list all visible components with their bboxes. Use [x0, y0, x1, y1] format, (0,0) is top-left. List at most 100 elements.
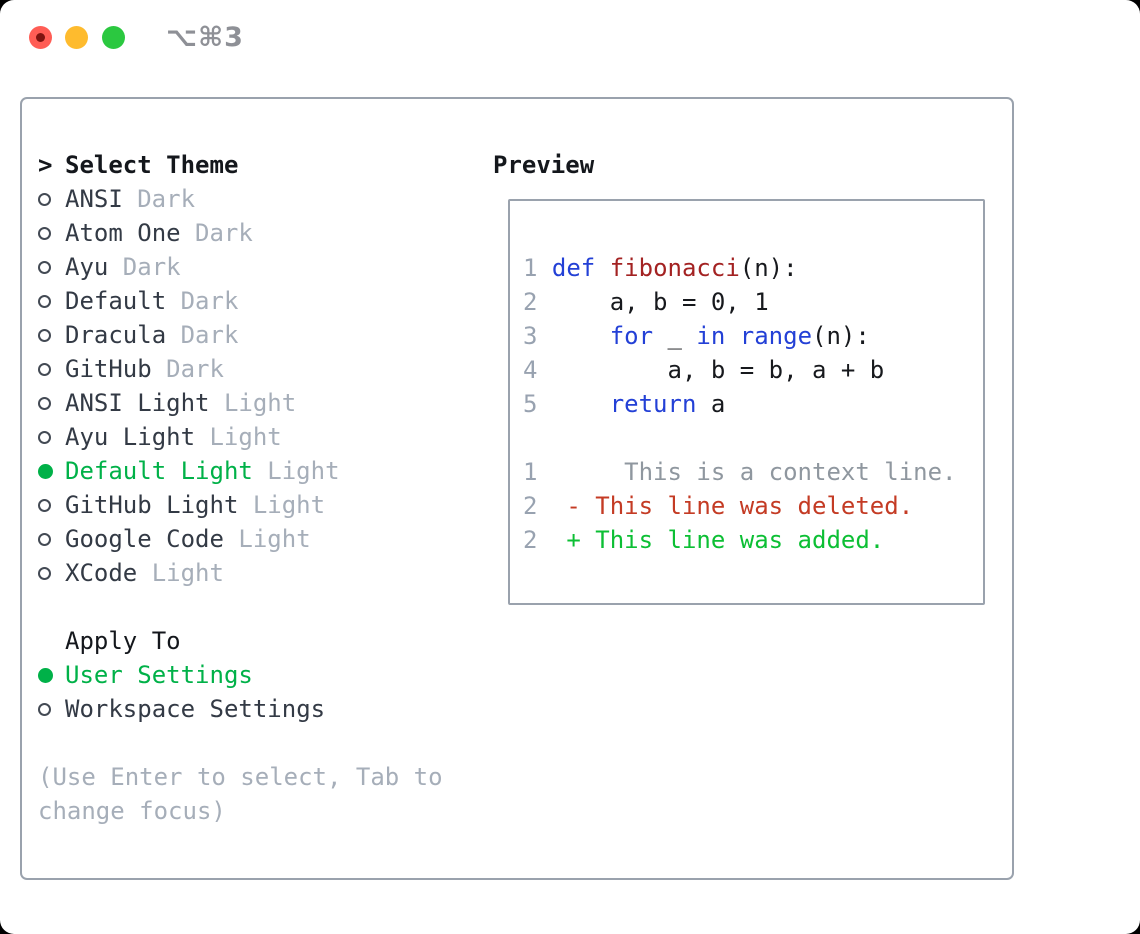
- theme-option-github-light-light[interactable]: GitHub Light Light: [38, 488, 443, 522]
- theme-variant-badge: Light: [267, 457, 340, 485]
- select-theme-title: Select Theme: [65, 151, 239, 179]
- theme-variant-badge: Light: [209, 423, 282, 451]
- radio-ring: [38, 498, 51, 512]
- theme-variant-badge: Dark: [180, 321, 239, 349]
- theme-option-ayu-dark[interactable]: Ayu Dark: [38, 250, 443, 284]
- radio-ring: [38, 294, 51, 308]
- theme-name: ANSI: [65, 185, 123, 213]
- code-token-plain: (n):: [739, 254, 798, 282]
- radio-ring: [38, 226, 51, 240]
- apply-to-title: Apply To: [65, 627, 181, 655]
- prompt-icon: >: [38, 151, 53, 179]
- apply-option-label: User Settings: [65, 661, 253, 689]
- code-token-fn: fibonacci: [609, 254, 740, 282]
- radio-icon: [38, 352, 65, 386]
- code-line: 1 def fibonacci(n):: [523, 251, 956, 285]
- radio-ring: [38, 260, 51, 274]
- apply-to-marker-spacer: [38, 624, 65, 658]
- theme-variant-badge: Light: [223, 389, 297, 417]
- apply-to-header: Apply To: [38, 624, 443, 658]
- code-token-kw: in: [696, 322, 726, 350]
- diff-text: + This line was added.: [551, 526, 885, 554]
- zoom-button[interactable]: [102, 26, 125, 49]
- apply-option-workspace-settings[interactable]: Workspace Settings: [38, 692, 443, 726]
- theme-name: Ayu Light: [65, 423, 196, 451]
- line-number: 3: [523, 322, 538, 350]
- radio-ring: [38, 430, 51, 444]
- theme-variant-badge: Dark: [180, 287, 239, 315]
- radio-icon: [38, 386, 65, 420]
- theme-name: Google Code: [65, 525, 224, 553]
- theme-option-ayu-light-light[interactable]: Ayu Light Light: [38, 420, 443, 454]
- theme-name: Dracula: [65, 321, 167, 349]
- code-token-plain: [552, 322, 610, 350]
- theme-name: Default Light: [65, 457, 253, 485]
- line-number: 2: [523, 492, 538, 520]
- radio-ring: [38, 328, 51, 342]
- theme-variant-badge: Dark: [137, 185, 196, 213]
- radio-icon: [38, 488, 65, 522]
- apply-option-label: Workspace Settings: [65, 695, 326, 723]
- radio-dot: [38, 667, 53, 683]
- code-token-kw: range: [739, 322, 813, 350]
- theme-variant-badge: Dark: [195, 219, 253, 247]
- theme-option-default-light-light[interactable]: Default Light Light: [38, 454, 443, 488]
- apply-option-user-settings[interactable]: User Settings: [38, 658, 443, 692]
- theme-name: GitHub Light: [65, 491, 239, 519]
- line-number: 2: [523, 526, 538, 554]
- minimize-button[interactable]: [65, 26, 88, 49]
- code-token-plain: [595, 254, 609, 282]
- code-token-kw: return: [609, 390, 697, 418]
- line-number: 5: [523, 390, 538, 418]
- radio-icon: [38, 522, 65, 556]
- code-token-plain: a, b = b, a + b: [551, 356, 885, 384]
- diff-text: - This line was deleted.: [551, 492, 914, 520]
- title-bar[interactable]: ⌥⌘3: [0, 0, 1140, 75]
- diff-block: 1 This is a context line. 2 - This line w…: [523, 455, 956, 557]
- code-token-kw: for: [609, 322, 654, 350]
- diff-text: This is a context line.: [551, 458, 957, 486]
- theme-name: Ayu: [65, 253, 109, 281]
- theme-name: GitHub: [65, 355, 152, 383]
- theme-option-ansi-dark[interactable]: ANSI Dark: [38, 182, 443, 216]
- radio-icon: [38, 318, 65, 352]
- theme-option-default-dark[interactable]: Default Dark: [38, 284, 443, 318]
- window-title: ⌥⌘3: [166, 22, 244, 53]
- diff-line-added: 2 + This line was added.: [523, 523, 956, 557]
- radio-ring: [38, 396, 51, 410]
- theme-variant-badge: Light: [252, 491, 326, 519]
- code-line: 4 a, b = b, a + b: [523, 353, 956, 387]
- radio-icon: [38, 692, 65, 726]
- code-token-plain: a: [696, 390, 726, 418]
- theme-option-dracula-dark[interactable]: Dracula Dark: [38, 318, 443, 352]
- code-token-plain: (n):: [812, 322, 870, 350]
- select-theme-header: > Select Theme: [38, 148, 443, 182]
- code-token-plain: [552, 390, 610, 418]
- theme-name: Default: [65, 287, 167, 315]
- close-button[interactable]: [29, 26, 52, 49]
- code-token-plain: _: [653, 322, 697, 350]
- radio-selected-icon: [38, 454, 65, 488]
- help-text: (Use Enter to select, Tab to change focu…: [38, 760, 443, 828]
- preview-title: Preview: [493, 151, 595, 179]
- radio-ring: [38, 192, 51, 206]
- radio-icon: [38, 284, 65, 318]
- radio-icon: [38, 556, 65, 590]
- radio-ring: [38, 566, 51, 580]
- code-line: 2 a, b = 0, 1: [523, 285, 956, 319]
- radio-ring: [38, 702, 51, 716]
- line-number: 1: [523, 458, 538, 486]
- theme-variant-badge: Dark: [122, 253, 181, 281]
